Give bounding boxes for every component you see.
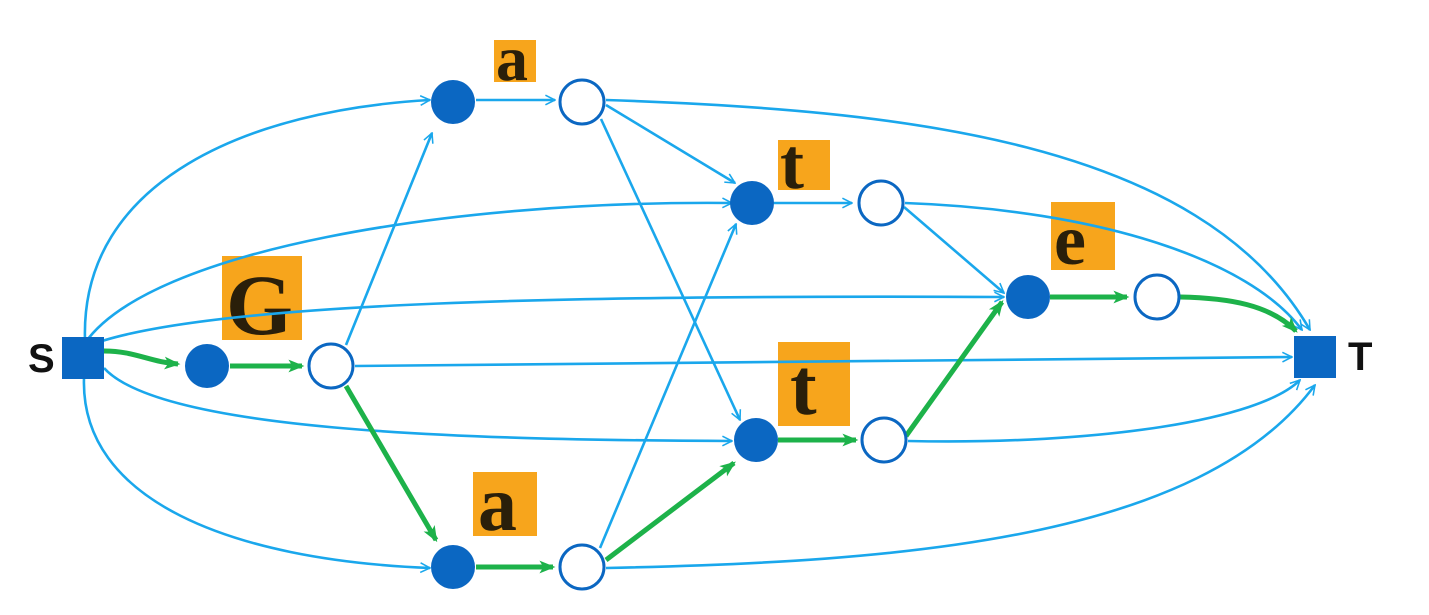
- node-t-upper-end: [857, 179, 905, 227]
- source-node: [62, 337, 104, 379]
- path-g-end-to-a-bottom-start: [343, 384, 439, 543]
- source-label: S: [28, 337, 55, 381]
- patch-t-lower: t: [778, 342, 850, 432]
- patch-a-top-glyph: a: [496, 23, 528, 94]
- target-node: [1294, 336, 1336, 378]
- edge-a-top-end-to-t-upper-start: [605, 103, 735, 185]
- edges: [82, 98, 1317, 574]
- edge-t-upper-end-to-t: [904, 201, 1304, 330]
- edge-a-top-end-to-t-lower-start: [599, 118, 742, 420]
- node-t-lower-end: [860, 416, 908, 464]
- node-a-bottom-end: [558, 543, 606, 591]
- node-a-bottom-start: [431, 545, 475, 589]
- edge-s-to-t-lower-start: [103, 367, 732, 441]
- edge-s-to-t-upper-start: [83, 203, 732, 344]
- edge-a-bottom-end-to-t-upper-start: [598, 224, 736, 549]
- node-t-upper-start: [730, 181, 774, 225]
- edge-g-end-to-t: [354, 357, 1292, 368]
- patch-e-glyph: e: [1054, 200, 1086, 280]
- path-t-lower-end-to-e-start: [903, 300, 1005, 438]
- node-g-end: [307, 342, 355, 390]
- node-g-start: [185, 344, 229, 388]
- node-e-end: [1133, 273, 1181, 321]
- patch-t-upper-glyph: t: [780, 124, 804, 204]
- edge-s-to-a-top-start: [83, 100, 430, 341]
- patch-t-upper: t: [778, 124, 830, 204]
- edge-a-top-end-to-t: [605, 98, 1312, 330]
- node-a-top-end: [558, 78, 606, 126]
- patch-g-glyph: G: [226, 257, 293, 353]
- edge-a-bottom-end-to-t: [605, 385, 1317, 570]
- patch-a-top: a: [494, 23, 536, 94]
- target-label: T: [1348, 335, 1372, 379]
- edge-g-end-to-a-top-start: [344, 133, 432, 346]
- patch-g: G: [222, 256, 302, 353]
- path-s-to-g-start: [103, 348, 181, 370]
- patch-a-bottom-glyph: a: [478, 460, 517, 547]
- edge-t-lower-end-to-t: [907, 380, 1300, 443]
- edge-s-to-a-bottom-start: [82, 377, 430, 568]
- nodes: [62, 78, 1336, 591]
- patch-a-bottom: a: [473, 460, 537, 547]
- node-t-lower-start: [734, 418, 778, 462]
- path-e-end-to-t: [1179, 294, 1298, 333]
- path-a-bottom-end-to-t-lower-start: [604, 461, 736, 562]
- node-a-top-start: [431, 80, 475, 124]
- edge-s-to-e-start: [84, 297, 1004, 349]
- node-e-start: [1006, 275, 1050, 319]
- patch-t-lower-glyph: t: [790, 344, 817, 432]
- patch-e: e: [1051, 200, 1115, 280]
- edge-t-upper-end-to-e-start: [903, 206, 1004, 293]
